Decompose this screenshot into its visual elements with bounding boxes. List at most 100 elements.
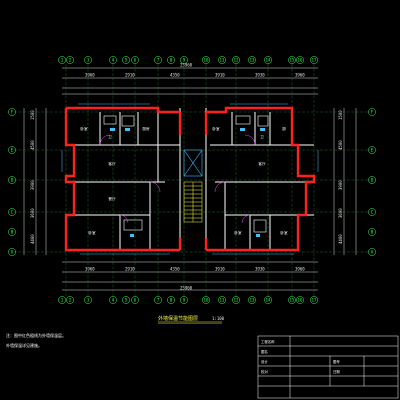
axis-left-b: B — [11, 230, 14, 235]
tb-date-label: 日期 — [333, 369, 340, 374]
interior-walls — [66, 108, 314, 250]
core — [183, 149, 203, 177]
insulation-outline — [64, 106, 316, 252]
dim-top-1: 3960 — [85, 73, 95, 78]
drawing-scale: 1:100 — [212, 316, 225, 321]
room-label-4: 客厅 — [108, 161, 116, 166]
axis-right-b: B — [371, 230, 374, 235]
axis-top-16: 16 — [297, 58, 303, 63]
axis-top-14: 14 — [265, 58, 271, 63]
axis-bottom-9: 9 — [183, 298, 186, 303]
top-dimension-labels: 3960 2910 4350 3910 3930 3960 — [85, 73, 305, 78]
door-swings — [99, 134, 256, 224]
axis-bottom-5: 5 — [125, 298, 128, 303]
tb-designer-label: 设计 — [261, 359, 268, 364]
axis-bottom-13: 13 — [249, 298, 255, 303]
axis-right-a: A — [371, 250, 374, 255]
axis-bottom-6: 6 — [134, 298, 137, 303]
overall-dimension-bottom: 25960 — [180, 286, 193, 291]
note-line-1: 注：图中红色粗线为外墙保温层。 — [6, 332, 66, 338]
axis-bubbles-top — [58, 56, 318, 64]
dim-bottom-5: 3930 — [255, 267, 265, 272]
axis-top-4: 4 — [112, 58, 115, 63]
axis-bottom-4: 4 — [112, 298, 115, 303]
room-label-11: 卧室 — [234, 230, 242, 235]
axis-top-3: 3 — [87, 58, 90, 63]
axis-right-e: E — [371, 148, 374, 153]
axis-right-d: D — [371, 178, 374, 183]
dim-top-3: 4350 — [170, 73, 180, 78]
axis-top-9: 9 — [183, 58, 186, 63]
axis-top-7: 7 — [157, 58, 160, 63]
title-block-labels: 工程名称 图名 设计 校对 图号 日期 — [261, 339, 340, 374]
axis-bottom-2: 2 — [69, 298, 72, 303]
dim-side-1: 1500 — [30, 110, 35, 120]
note-line-2: 外墙保温详见建施。 — [6, 342, 42, 348]
axis-bottom-8: 8 — [170, 298, 173, 303]
left-dimension-labels: 1500 4500 3900 3600 4400 — [30, 110, 35, 244]
axis-top-12: 12 — [233, 58, 239, 63]
axis-top-2: 2 — [69, 58, 72, 63]
axis-labels-left: F E D C B A — [11, 110, 14, 255]
axis-left-c: C — [11, 210, 14, 215]
axis-top-13: 13 — [249, 58, 255, 63]
dim-top-6: 3960 — [295, 73, 305, 78]
dim-top-4: 3910 — [215, 73, 225, 78]
room-label-8: 卫 — [260, 135, 264, 139]
room-label-10: 客厅 — [258, 161, 266, 166]
room-label-6: 卧室 — [88, 230, 96, 235]
axis-left-d: D — [11, 178, 14, 183]
axis-bottom-7: 7 — [157, 298, 160, 303]
axis-right-c: C — [371, 210, 374, 215]
axis-labels-bottom: 1 2 3 4 5 6 7 8 9 10 11 12 13 14 15 16 1… — [61, 298, 317, 303]
axis-bottom-11: 11 — [219, 298, 225, 303]
axis-left-f: F — [11, 110, 14, 115]
top-dimension-chain — [62, 67, 318, 95]
dim-side-3: 3900 — [30, 180, 35, 190]
bottom-dimension-labels: 3960 2910 4350 3910 3930 3960 25960 — [85, 267, 305, 291]
dim-top-2: 2910 — [125, 73, 135, 78]
notes: 注：图中红色粗线为外墙保温层。 外墙保温详见建施。 — [6, 332, 66, 348]
title-block — [257, 335, 399, 399]
axis-top-1: 1 — [61, 58, 64, 63]
axis-bottom-16: 16 — [297, 298, 303, 303]
axis-grid-lines — [14, 64, 370, 296]
dim-top-5: 3930 — [255, 73, 265, 78]
dim-bottom-2: 2910 — [125, 267, 135, 272]
tb-drawing-label: 图名 — [261, 349, 268, 354]
room-label-5: 餐厅 — [108, 196, 116, 201]
axis-top-15: 15 — [289, 58, 295, 63]
room-label-1: 卧室 — [80, 126, 88, 131]
dim-bottom-4: 3910 — [215, 267, 225, 272]
axis-top-6: 6 — [134, 58, 137, 63]
dim-side-2: 4500 — [30, 140, 35, 150]
dim-side-r5: 4400 — [338, 234, 343, 244]
side-dimension-chains — [23, 108, 357, 255]
room-label-3: 厨房 — [142, 126, 150, 131]
dim-side-5: 4400 — [30, 234, 35, 244]
dim-bottom-1: 3960 — [85, 267, 95, 272]
axis-top-5: 5 — [125, 58, 128, 63]
room-label-9: 厨 — [282, 126, 286, 131]
axis-bottom-1: 1 — [61, 298, 64, 303]
right-dimension-labels: 1500 4500 3900 3600 4400 — [338, 110, 343, 244]
room-label-7: 卧室 — [212, 126, 220, 131]
axis-top-10: 10 — [203, 58, 209, 63]
axis-bottom-15: 15 — [289, 298, 295, 303]
drawing-title: 外墙保温节能图层 — [158, 315, 198, 322]
stair — [183, 181, 203, 223]
dim-side-r3: 3900 — [338, 180, 343, 190]
dim-side-r1: 1500 — [338, 110, 343, 120]
dim-side-4: 3600 — [30, 208, 35, 218]
axis-bottom-10: 10 — [203, 298, 209, 303]
fixtures — [103, 115, 269, 233]
window-marks — [61, 103, 319, 255]
axis-labels-top: 1 2 3 4 5 6 7 8 9 10 11 12 13 14 15 16 1… — [61, 58, 317, 63]
dim-side-r4: 3600 — [338, 208, 343, 218]
room-label-2: 卫 — [108, 135, 112, 139]
axis-top-11: 11 — [219, 58, 225, 63]
dim-side-r2: 4500 — [338, 140, 343, 150]
axis-bubbles-sides — [8, 108, 376, 256]
axis-bottom-17: 17 — [311, 298, 317, 303]
